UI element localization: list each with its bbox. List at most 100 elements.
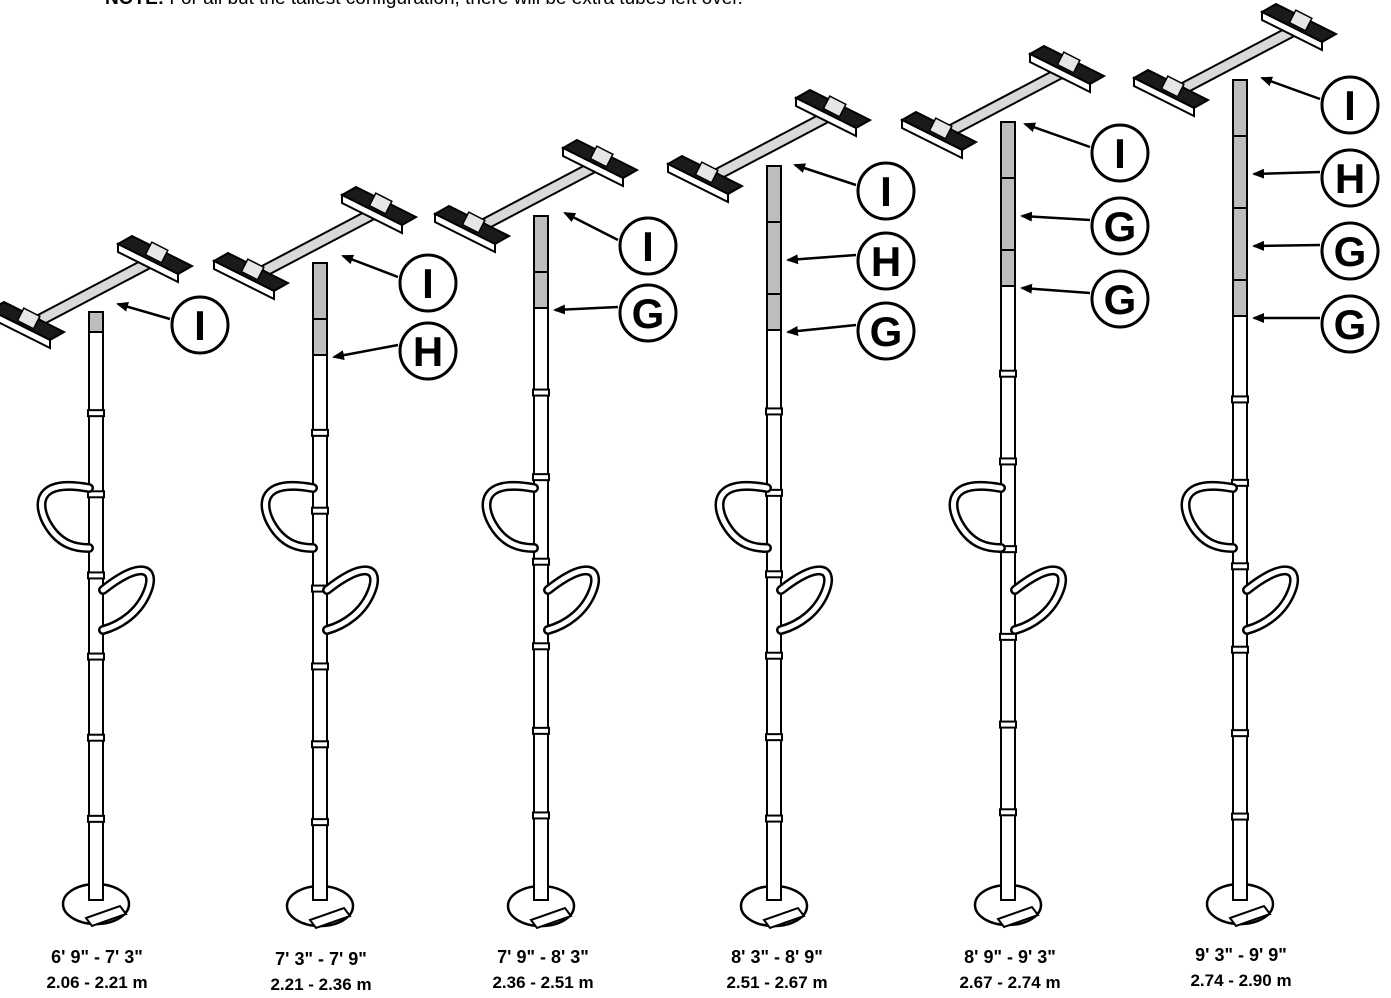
upper-handle (481, 480, 539, 553)
lower-handle-inner (545, 568, 598, 633)
callout-circle (1320, 294, 1380, 354)
callout-circle (170, 295, 230, 355)
callout-circle (1320, 148, 1380, 208)
main-tube (766, 329, 782, 901)
tube-joint (311, 818, 329, 827)
tube-joint (999, 808, 1017, 817)
pole-figure-1: I (0, 234, 230, 928)
caption-1: 6' 9" - 7' 3" 2.06 - 2.21 m (12, 944, 182, 996)
tube-joint (87, 814, 105, 823)
caption-metric: 2.06 - 2.21 m (46, 973, 148, 992)
tube-joint (1231, 812, 1249, 821)
base-foot (529, 906, 573, 930)
ceiling-pad-side (667, 162, 729, 204)
tube-joint (87, 571, 105, 580)
caption-imperial: 8' 3" - 8' 9" (731, 947, 823, 967)
upper-handle-inner (717, 483, 770, 551)
callout-circle (856, 231, 916, 291)
caption-6: 9' 3" - 9' 9" 2.74 - 2.90 m (1156, 942, 1326, 994)
main-tube (88, 331, 104, 901)
callout-label: H (1335, 155, 1365, 202)
main-tube (1232, 315, 1248, 901)
callout-arrow (1252, 240, 1321, 251)
pad-bracket (368, 192, 393, 215)
callout-arrow (563, 211, 619, 242)
caption-metric: 2.21 - 2.36 m (270, 975, 372, 994)
pad-bracket (1056, 51, 1081, 74)
callout-circle (1090, 269, 1150, 329)
callout-circle (1320, 221, 1380, 281)
upper-handle-inner (263, 483, 316, 551)
upper-handle-inner (39, 483, 92, 551)
upper-handle (948, 480, 1006, 553)
callout-arrow (332, 343, 399, 361)
base-foot (1228, 904, 1272, 928)
tube-joint (532, 726, 550, 735)
tube-joint (1231, 395, 1249, 404)
caption-metric: 2.51 - 2.67 m (726, 973, 828, 992)
tube-joint (765, 733, 783, 742)
callout-label: I (880, 168, 892, 215)
pad-bracket (1160, 75, 1185, 98)
lower-handle-inner (778, 568, 831, 633)
ceiling-pad-side (117, 242, 179, 284)
base-foot (762, 906, 806, 930)
ceiling-pad-side (1029, 52, 1091, 94)
pole-figure-4: IHG (665, 88, 916, 930)
ceiling-pad-side (1133, 76, 1195, 118)
note-label: NOTE: (105, 0, 164, 9)
tube-joint (765, 651, 783, 660)
callout-circle (398, 253, 458, 313)
ceiling-pad-side (795, 96, 857, 138)
caption-metric: 2.36 - 2.51 m (492, 973, 594, 992)
ceiling-pad-side (901, 118, 963, 160)
pole-figure-3: IG (432, 138, 678, 930)
caption-imperial: 8' 9" - 9' 3" (964, 947, 1056, 967)
upper-handle (36, 480, 94, 553)
tube-joint (532, 557, 550, 566)
tube-joint (999, 720, 1017, 729)
tube-joint (311, 428, 329, 437)
caption-imperial: 7' 3" - 7' 9" (275, 949, 367, 969)
pad-bracket (822, 95, 847, 118)
ceiling-pad-side (1261, 10, 1323, 52)
tube-joint (765, 407, 783, 416)
tube-joint (765, 570, 783, 579)
callout-arrow (1252, 168, 1321, 179)
lower-handle-inner (100, 568, 153, 633)
caption-imperial: 9' 3" - 9' 9" (1195, 945, 1287, 965)
note-text: NOTE: For all but the tallest configurat… (105, 0, 743, 10)
callout-arrow (341, 254, 399, 279)
callout-circle (618, 283, 678, 343)
pad-bracket (240, 258, 265, 281)
callout-label: G (870, 308, 903, 355)
callout-arrow (116, 301, 171, 321)
main-tube (533, 307, 549, 901)
callout-circle (1320, 75, 1380, 135)
callout-circle (398, 321, 458, 381)
pole-figure-2: IH (211, 185, 458, 930)
pad-bracket (1288, 9, 1313, 32)
ceiling-pad-side (0, 313, 51, 350)
tube-joint (87, 733, 105, 742)
callout-label: I (1344, 82, 1356, 129)
base-foot (996, 905, 1040, 929)
caption-5: 8' 9" - 9' 3" 2.67 - 2.74 m (925, 944, 1095, 996)
callout-label: I (642, 223, 654, 270)
callout-arrow (1023, 122, 1091, 149)
upper-handle-inner (1183, 483, 1236, 551)
ceiling-pad-side (213, 259, 275, 301)
base-foot (84, 904, 128, 928)
pad-bracket (928, 117, 953, 140)
lower-handle-inner (1244, 568, 1297, 633)
callout-circle (856, 301, 916, 361)
tube-joint (311, 662, 329, 671)
ceiling-pad-side (341, 193, 403, 235)
tube-joint (1231, 729, 1249, 738)
callout-label: I (422, 260, 434, 307)
pad-bracket (16, 307, 41, 330)
lower-handle-inner (324, 568, 377, 633)
tube-joint (1231, 645, 1249, 654)
caption-imperial: 7' 9" - 8' 3" (497, 947, 589, 967)
callout-label: H (871, 238, 901, 285)
